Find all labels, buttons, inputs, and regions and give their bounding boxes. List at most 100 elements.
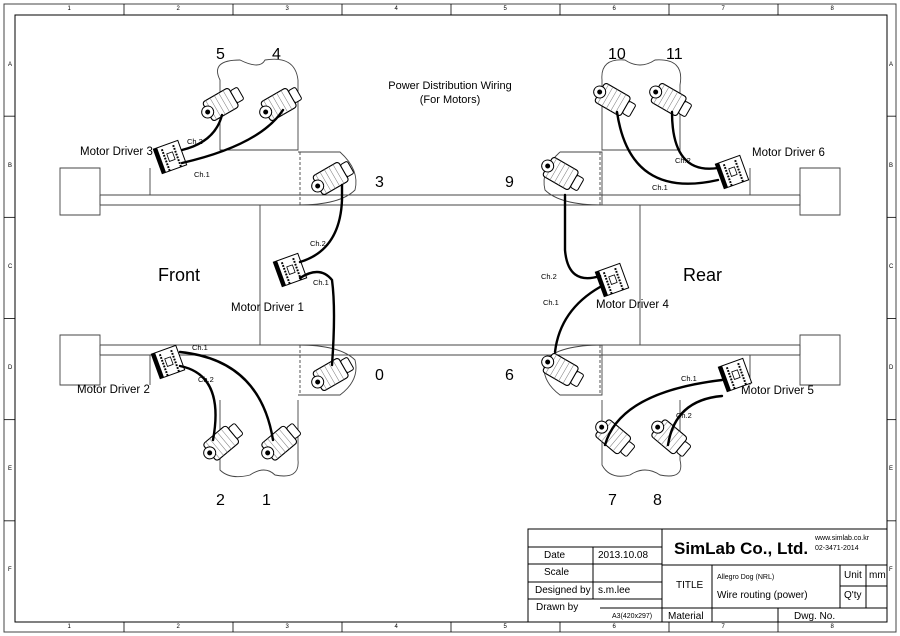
- zone-column-4: 4: [394, 6, 398, 12]
- motor-driver-3: [152, 139, 188, 175]
- motor-number-6: 6: [505, 367, 514, 384]
- wire-driver1-ch1: [298, 270, 336, 367]
- motor-driver-5: [717, 357, 753, 393]
- motor-number-1: 1: [262, 492, 271, 509]
- motor-4: [259, 87, 302, 121]
- ch1-label: Ch.1: [313, 278, 329, 287]
- zone-column-7: 7: [721, 624, 725, 630]
- zone-column-1: 1: [67, 6, 71, 12]
- motor-number-7: 7: [608, 492, 617, 509]
- motor-3: [311, 161, 354, 195]
- wire-driver2-ch1: [178, 350, 275, 442]
- motor-0: [311, 357, 354, 391]
- wire-driver5-ch2: [666, 394, 724, 447]
- zone-column-7: 7: [721, 6, 725, 12]
- zone-column-1: 1: [67, 624, 71, 630]
- zone-row-C: C: [8, 263, 13, 270]
- zone-row-A: A: [889, 61, 894, 68]
- power-wires: [178, 108, 724, 447]
- ch1-label: Ch.1: [681, 374, 697, 383]
- date-label: Date: [544, 550, 566, 561]
- motor-drivers: [150, 139, 753, 393]
- motor-number-2: 2: [216, 492, 225, 509]
- zone-column-3: 3: [285, 624, 289, 630]
- rear-label: Rear: [683, 265, 723, 285]
- driver-label-1: Motor Driver 1: [231, 302, 304, 314]
- zone-row-B: B: [889, 162, 894, 169]
- zone-row-D: D: [8, 365, 13, 372]
- motor-1: [261, 423, 301, 461]
- company-name: SimLab Co., Ltd.: [674, 539, 809, 558]
- company-phone: 02-3471-2014: [815, 545, 859, 552]
- ch2-label: Ch.2: [198, 375, 214, 384]
- ch1-label: Ch.1: [192, 343, 208, 352]
- wire-driver2-ch2: [178, 364, 217, 442]
- wire-driver3-ch1: [180, 108, 285, 165]
- zone-column-3: 3: [285, 6, 289, 12]
- motor-10: [593, 83, 636, 117]
- title-block-grid: [527, 528, 888, 623]
- designed-by-label: Designed by: [535, 585, 591, 596]
- material-label: Material: [668, 611, 704, 622]
- drawn-by-label: Drawn by: [536, 602, 579, 613]
- wire-driver6-ch1: [615, 110, 720, 185]
- qty-label: Q'ty: [844, 590, 862, 601]
- zone-row-E: E: [889, 466, 894, 473]
- wire-driver6-ch2: [670, 110, 720, 170]
- unit-value: mm: [869, 570, 886, 581]
- motor-driver-6: [714, 154, 750, 190]
- zone-row-C: C: [889, 263, 894, 270]
- ch2-label: Ch.2: [310, 239, 326, 248]
- zone-row-F: F: [889, 567, 893, 574]
- driver-label-6: Motor Driver 6: [752, 147, 825, 159]
- sheet-size: A3(420x297): [612, 613, 653, 620]
- zone-column-2: 2: [176, 624, 180, 630]
- zone-ticks: [4, 4, 896, 632]
- title-label: TITLE: [676, 580, 704, 591]
- motor-number-5: 5: [216, 46, 225, 63]
- heading-line1: Power Distribution Wiring: [388, 80, 512, 92]
- zone-column-5: 5: [503, 6, 507, 12]
- motor-number-11: 11: [666, 46, 683, 63]
- date-value: 2013.10.08: [598, 550, 649, 561]
- zone-row-D: D: [889, 365, 894, 372]
- driver-label-3: Motor Driver 3: [80, 146, 153, 158]
- motor-driver-2: [150, 344, 186, 380]
- zone-row-F: F: [8, 567, 12, 574]
- motor-9: [541, 157, 584, 191]
- dwg-no-label: Dwg. No.: [794, 611, 836, 622]
- project-name: Allegro Dog (NRL): [717, 574, 775, 581]
- wire-driver3-ch2: [180, 113, 224, 152]
- zone-column-2: 2: [176, 6, 180, 12]
- zone-column-8: 8: [830, 6, 834, 12]
- zone-row-B: B: [8, 162, 13, 169]
- ch1-label: Ch.1: [194, 170, 210, 179]
- zone-column-6: 6: [612, 624, 616, 630]
- wire-driver5-ch1: [603, 378, 724, 447]
- motor-6: [541, 353, 584, 387]
- ch2-label: Ch.2: [187, 137, 203, 146]
- motor-5: [201, 87, 244, 121]
- motor-number-9: 9: [505, 174, 514, 191]
- drawing-heading: Power Distribution Wiring (For Motors): [370, 79, 530, 107]
- zone-column-8: 8: [830, 624, 834, 630]
- motor-2: [203, 423, 243, 461]
- zone-column-5: 5: [503, 624, 507, 630]
- motor-7: [595, 419, 635, 457]
- ch2-label: Ch.2: [676, 411, 692, 420]
- front-label: Front: [158, 265, 201, 285]
- company-website: www.simlab.co.kr: [815, 535, 870, 542]
- motor-number-8: 8: [653, 492, 662, 509]
- driver-label-4: Motor Driver 4: [596, 299, 669, 311]
- scale-label: Scale: [544, 567, 570, 578]
- motor-number-3: 3: [375, 174, 384, 191]
- wire-driver4-ch1: [553, 285, 602, 354]
- ch2-label: Ch.2: [675, 156, 691, 165]
- motor-number-10: 10: [608, 46, 626, 63]
- wire-driver4-ch2: [563, 193, 602, 280]
- motor-number-0: 0: [375, 367, 384, 384]
- heading-line2: (For Motors): [419, 94, 481, 106]
- driver-label-2: Motor Driver 2: [77, 384, 150, 396]
- drawing-title: Wire routing (power): [717, 590, 808, 601]
